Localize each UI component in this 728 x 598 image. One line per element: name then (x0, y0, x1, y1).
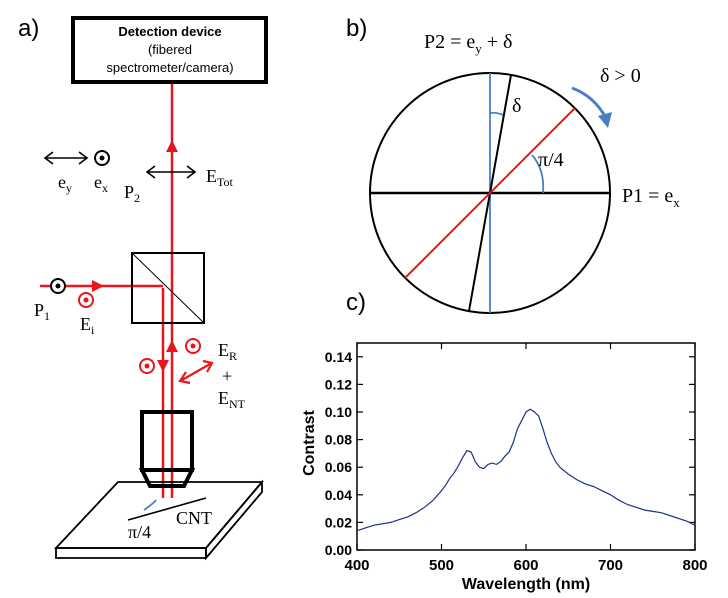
p2-equation: P2 = ey + δ (424, 31, 512, 56)
x-tick-label-2: 600 (513, 557, 538, 574)
detector-label-line1: Detection device (118, 24, 221, 39)
cnt-line (127, 497, 207, 521)
er-dot-symbol-left (139, 358, 155, 374)
p1-dot-symbol (50, 278, 66, 294)
panel-c-label: c) (346, 289, 366, 316)
y-tick-label-0: 0.00 (325, 542, 352, 558)
beam-splitter-cube (131, 252, 205, 324)
red-diagonal (404, 107, 576, 279)
sample-top (53, 481, 264, 549)
beam-incoming-arrowhead (92, 280, 104, 292)
objective-tip (138, 468, 196, 488)
x-tick-label-3: 700 (598, 557, 623, 574)
ey-label: ey (58, 172, 72, 195)
ex-dot-symbol (94, 150, 110, 166)
ei-label: Ei (80, 314, 95, 337)
sample-side (205, 479, 263, 561)
p1-equation: P1 = ex (622, 185, 680, 210)
angle-arc-a (143, 499, 157, 511)
plus-label: + (222, 366, 232, 386)
cnt-label: CNT (176, 508, 212, 528)
y-tick-label-3: 0.06 (325, 459, 352, 475)
ent-diagonal-arrow (178, 359, 214, 385)
delta-positive-label: δ > 0 (600, 65, 641, 87)
ex-label: ex (94, 172, 108, 195)
delta-arc (489, 111, 504, 116)
objective-body (140, 410, 194, 472)
y-tick-label-7: 0.14 (325, 349, 352, 365)
ei-dot-symbol (78, 292, 94, 308)
p1-label: P1 (34, 300, 50, 323)
panel-a: a) Detection device (fibered spectromete… (18, 15, 268, 561)
delta-label: δ (512, 95, 521, 117)
etot-label: ETot (206, 166, 233, 189)
y-tick-label-4: 0.08 (325, 432, 352, 448)
sample-front (55, 547, 207, 559)
angle-label-b: π/4 (538, 149, 564, 171)
x-tick-label-0: 400 (344, 557, 369, 574)
contrast-chart: 400 500 600 700 800 0.00 0.02 0.04 0.06 0.08 0.10 0… (325, 342, 708, 574)
ey-arrow (43, 151, 89, 165)
panel-c: c) 400 500 600 700 800 0.00 0.02 0.04 0.06 0.08 0.… (301, 289, 708, 593)
detector-box (71, 16, 268, 84)
er-label: ER (218, 340, 237, 363)
series-line-0 (356, 408, 696, 532)
beam-up-arrowhead-2 (166, 340, 178, 352)
etot-arrow (145, 165, 197, 179)
y-tick-label-5: 0.10 (325, 404, 352, 420)
er-dot-symbol-right (185, 338, 201, 354)
y-axis-label: Contrast (301, 409, 318, 475)
rotation-arrowhead (598, 112, 612, 128)
x-tick-label-1: 500 (429, 557, 454, 574)
x-axis-label: Wavelength (nm) (462, 576, 590, 593)
x-tick-label-4: 800 (682, 557, 707, 574)
panel-b: b) P2 = ey + δ δ π/4 δ > 0 P1 = ex (346, 15, 680, 314)
plot-frame (356, 342, 696, 551)
angle-label-a: π/4 (128, 522, 151, 542)
y-tick-label-6: 0.12 (325, 376, 352, 392)
detector-label-line2: (fibered (148, 42, 192, 57)
ent-label: ENT (218, 388, 246, 411)
y-tick-label-2: 0.04 (325, 487, 352, 503)
beam-splitter-diagonal (131, 252, 205, 324)
beam-up-arrowhead (166, 140, 178, 152)
y-tick-label-1: 0.02 (325, 514, 352, 530)
panel-a-label: a) (18, 15, 39, 42)
detector-label-line3: spectrometer/camera) (106, 60, 233, 75)
rotation-arrow (571, 86, 608, 119)
beam-down-arrowhead (157, 360, 169, 372)
angle-arc-b (531, 154, 545, 194)
p2-label: P2 (124, 182, 140, 205)
panel-b-label: b) (346, 15, 367, 42)
